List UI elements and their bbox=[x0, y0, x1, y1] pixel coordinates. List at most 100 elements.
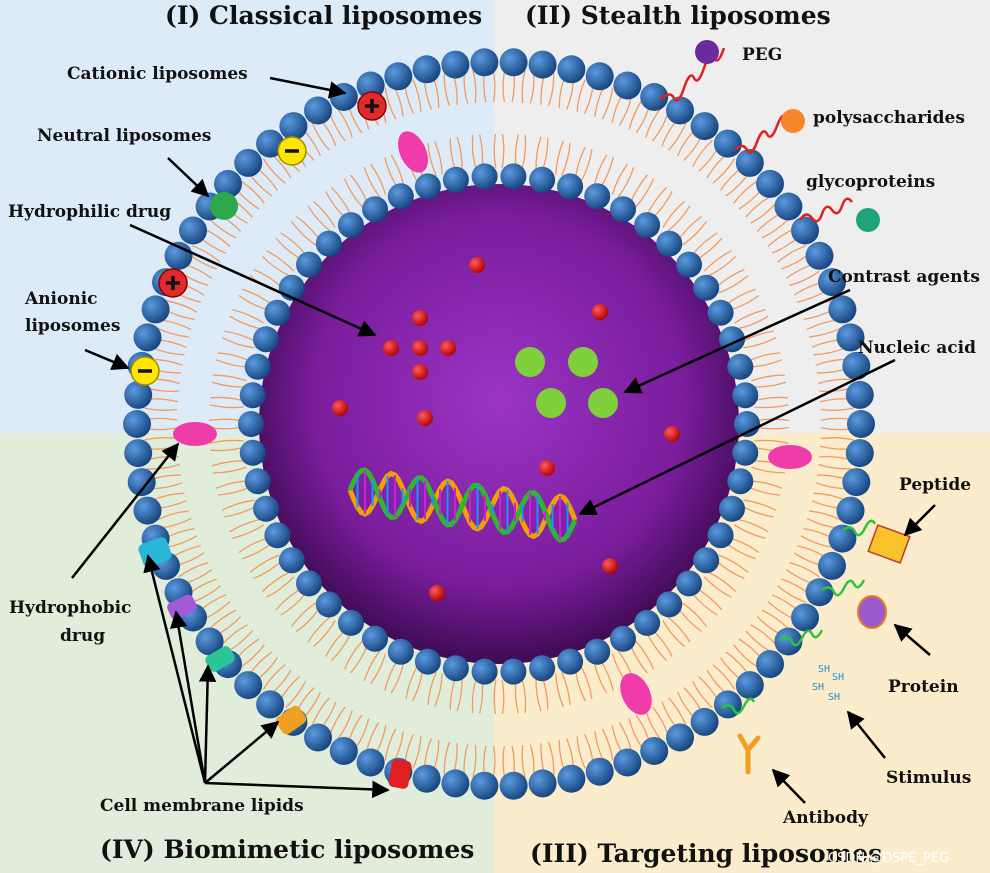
outer-lipid-tail bbox=[733, 644, 758, 668]
hydrophilic-label: Hydrophilic drug bbox=[8, 202, 171, 222]
inner-lipid-tail bbox=[493, 133, 497, 169]
inner-lipid-tail bbox=[312, 620, 336, 648]
outer-lipid-head bbox=[557, 55, 586, 84]
sh-label: SH bbox=[832, 672, 844, 683]
inner-lipid-head bbox=[732, 439, 759, 466]
outer-lipid-tail bbox=[808, 327, 842, 338]
peptide-chain bbox=[842, 519, 877, 537]
targeting-title: (III) Targeting liposomes bbox=[530, 839, 882, 868]
inner-lipid-tail bbox=[611, 163, 629, 195]
inner-lipid-tail bbox=[363, 650, 381, 681]
inner-lipid-tail bbox=[427, 142, 437, 177]
plus-icon bbox=[365, 99, 379, 113]
outer-lipid-tail bbox=[412, 79, 422, 112]
inner-lipid-head bbox=[500, 163, 527, 190]
hydrophilic-drug-dot bbox=[592, 304, 608, 320]
sh-label: SH bbox=[812, 682, 824, 693]
outer-lipid-tail bbox=[384, 87, 397, 120]
outer-lipid-tail bbox=[761, 609, 790, 630]
inner-lipid-head bbox=[387, 638, 414, 665]
inner-lipid-head bbox=[238, 411, 264, 437]
inner-lipid-tail bbox=[634, 640, 655, 670]
inner-lipid-tail bbox=[261, 255, 291, 277]
outer-lipid-head bbox=[412, 764, 441, 793]
inner-lipid-tail bbox=[754, 404, 789, 409]
hydrophilic-drug-dot bbox=[602, 558, 618, 574]
outer-lipid-head bbox=[818, 268, 846, 297]
outer-lipid-head bbox=[818, 551, 846, 580]
outer-lipid-head bbox=[329, 83, 358, 111]
hydrophobic-drug-ellipse bbox=[768, 445, 812, 469]
outer-lipid-head bbox=[735, 148, 764, 177]
stealth-title: (II) Stealth liposomes bbox=[525, 1, 831, 30]
outer-lipid-head bbox=[124, 439, 153, 468]
outer-lipid-head bbox=[329, 737, 358, 765]
inner-lipid-tail bbox=[249, 554, 280, 573]
inner-lipid-head bbox=[362, 196, 388, 223]
outer-lipid-head bbox=[845, 439, 874, 468]
outer-lipid-head bbox=[828, 524, 857, 553]
cationic-label: Cationic liposomes bbox=[67, 64, 248, 84]
inner-lipid-tail bbox=[681, 221, 708, 246]
inner-lipid-tail bbox=[363, 167, 381, 198]
outer-lipid-head bbox=[640, 83, 669, 111]
outer-lipid-head bbox=[234, 671, 263, 700]
callout-arrows bbox=[71, 76, 936, 804]
inner-lipid-tail bbox=[369, 163, 387, 195]
inner-lipid-head bbox=[529, 166, 556, 193]
inner-lipid-tail bbox=[266, 250, 295, 272]
inner-lipid-tail bbox=[229, 315, 262, 330]
outer-lipid-head bbox=[256, 129, 285, 158]
inner-lipid-tail bbox=[213, 466, 247, 474]
outer-lipid-tail bbox=[733, 180, 758, 204]
outer-lipid-tail bbox=[820, 437, 854, 441]
outer-lipid-tail bbox=[336, 107, 353, 138]
inner-lipid-tail bbox=[703, 250, 732, 272]
inner-lipid-head bbox=[693, 547, 720, 574]
inner-lipid-tail bbox=[681, 602, 708, 627]
biomimetic-title: (IV) Biomimetic liposomes bbox=[100, 835, 474, 864]
inner-lipid-head bbox=[584, 638, 611, 665]
hydrophobic-label-line1: Hydrophobic bbox=[9, 598, 131, 618]
cationic-charge-head bbox=[158, 268, 188, 298]
outer-lipid-tail bbox=[208, 609, 237, 630]
outer-lipid-tail bbox=[165, 300, 198, 313]
outer-lipid-tail bbox=[336, 710, 353, 741]
inner-lipid-tail bbox=[493, 679, 497, 715]
inner-lipid-tail bbox=[667, 616, 691, 643]
outer-lipid-head bbox=[585, 757, 614, 786]
contrast-label: Contrast agents bbox=[828, 267, 980, 287]
outer-lipid-head bbox=[666, 723, 694, 752]
outer-lipid-head bbox=[690, 707, 719, 736]
inner-lipid-head bbox=[264, 299, 291, 326]
outer-lipid-tail bbox=[712, 158, 736, 184]
outer-lipid-tail bbox=[789, 270, 820, 287]
contrast-agent-dot bbox=[536, 388, 566, 418]
inner-lipid-head bbox=[296, 251, 322, 278]
outer-lipid-head bbox=[836, 496, 865, 525]
inner-lipid-head bbox=[471, 163, 498, 190]
inner-lipid-tail bbox=[471, 678, 477, 713]
inner-lipid-tail bbox=[535, 136, 542, 171]
protein-ligand bbox=[857, 595, 887, 629]
outer-lipid-heads bbox=[123, 48, 875, 800]
outer-lipid-tail bbox=[521, 745, 526, 779]
peg-label: PEG bbox=[742, 45, 782, 65]
inner-lipid-head bbox=[253, 326, 279, 353]
outer-lipid-tail bbox=[443, 73, 451, 107]
outer-lipid-head bbox=[127, 468, 156, 497]
outer-lipid-tail bbox=[240, 644, 265, 668]
inner-lipid-tail bbox=[561, 142, 571, 177]
inner-lipid-head bbox=[634, 212, 661, 239]
cell-membrane-label: Cell membrane lipids bbox=[100, 796, 304, 816]
hydrophilic-drug-dots bbox=[332, 257, 680, 601]
anionic-label-line1: Anionic bbox=[24, 289, 98, 309]
inner-lipid-tail bbox=[754, 439, 789, 444]
inner-lipid-tail bbox=[221, 337, 255, 349]
inner-lipid-tail bbox=[232, 524, 265, 539]
inner-lipid-tail bbox=[390, 154, 405, 187]
inner-lipid-tail bbox=[471, 135, 477, 170]
hydrophilic-drug-dot bbox=[539, 460, 555, 476]
outer-lipid-tail bbox=[144, 407, 178, 411]
